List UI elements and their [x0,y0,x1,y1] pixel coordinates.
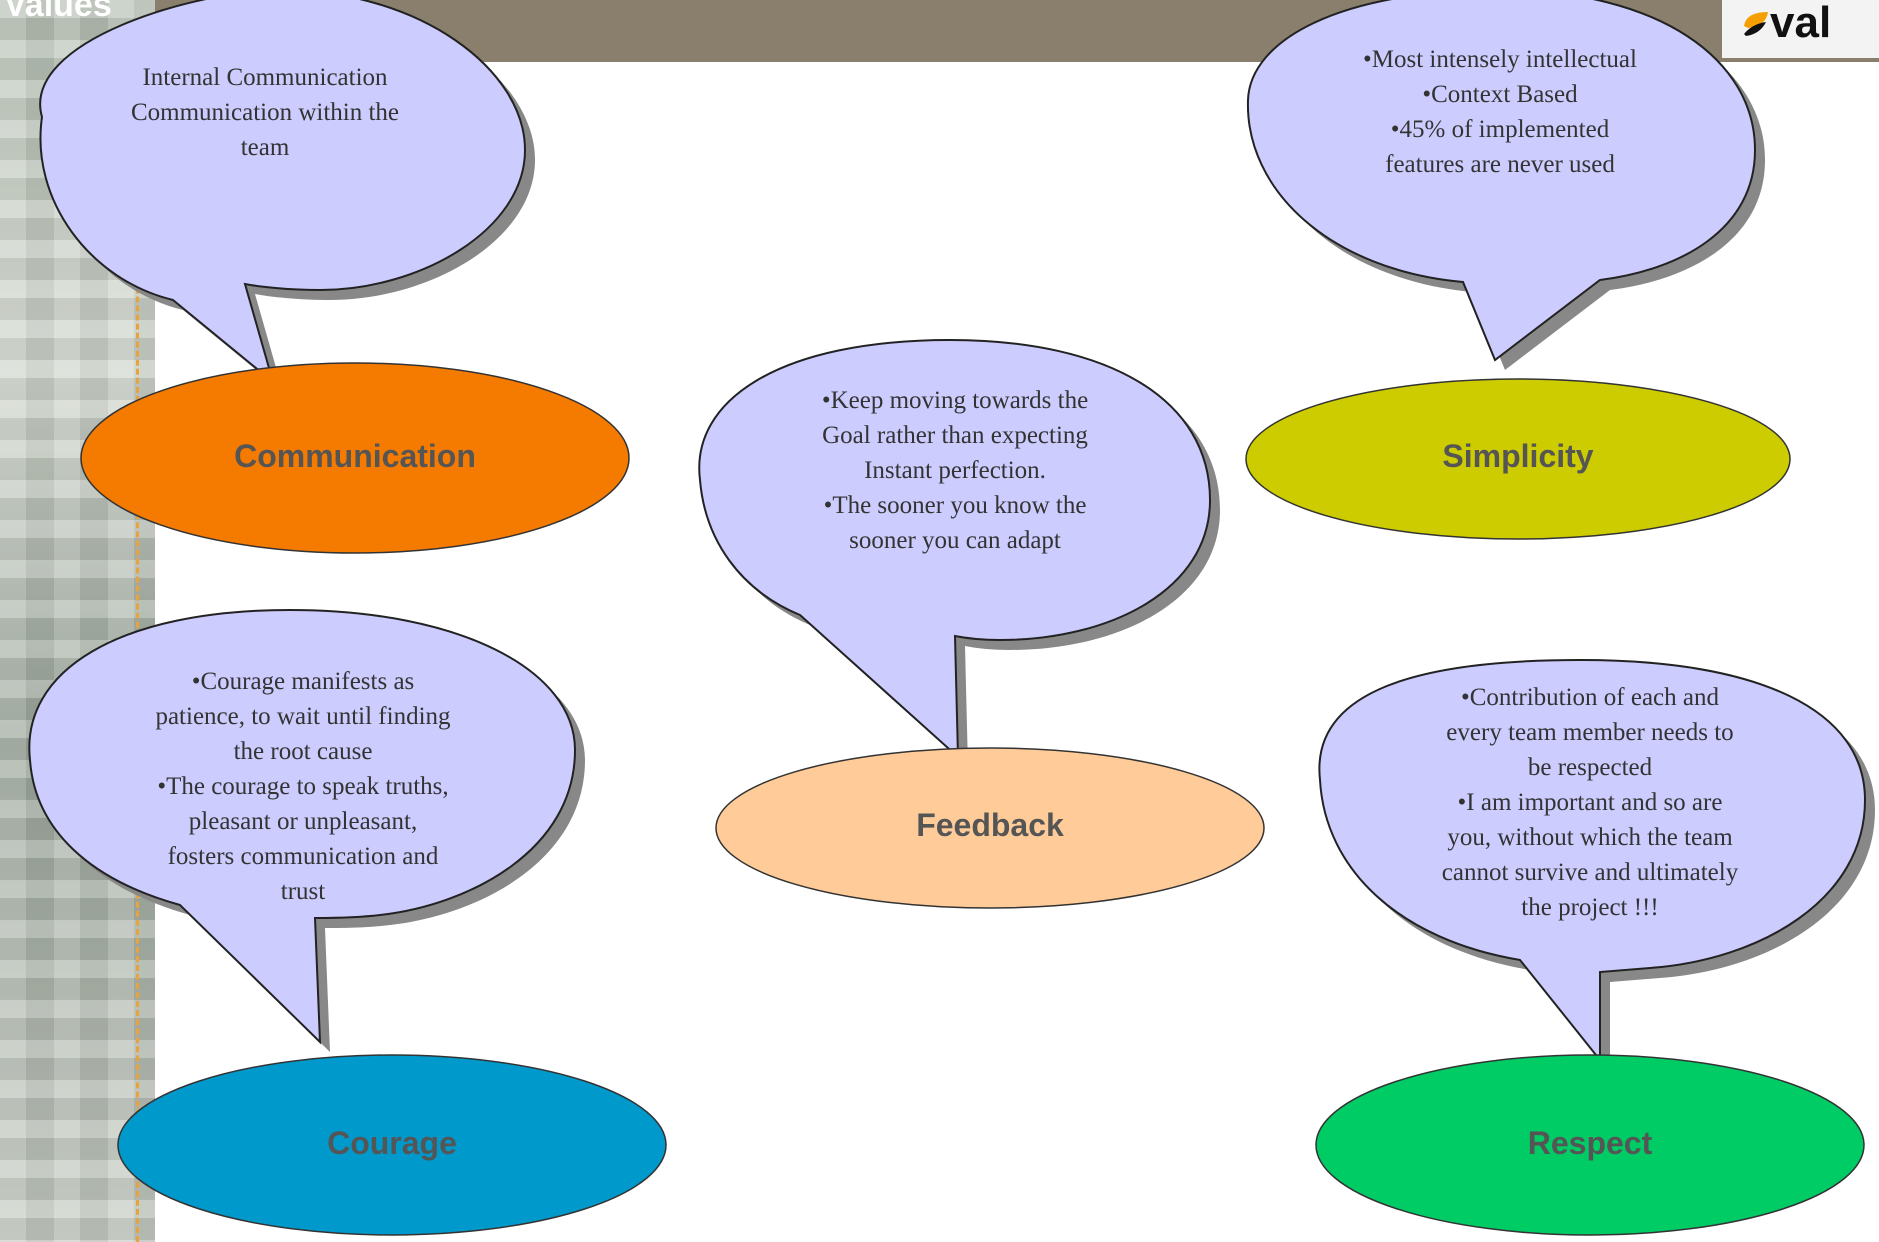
feedback-value-ellipse [715,747,1265,909]
bubble-line: •Context Based [1422,81,1578,108]
feedback-bubble-text: •Keep moving towards the Goal rather tha… [755,383,1155,558]
respect-speech-bubble [1318,658,1875,1070]
feedback-speech-bubble [698,338,1220,767]
communication-value-ellipse [80,362,630,554]
respect-value-ellipse [1315,1054,1865,1236]
bubble-line: Internal Communication [142,64,388,91]
bubble-line: •Keep moving towards the [821,387,1089,414]
logo-leaf-icon [1744,12,1768,36]
bubble-line: patience, to wait until finding [155,703,451,730]
bubble-line: trust [280,878,326,905]
bubble-line: Instant perfection. [864,457,1046,484]
bubble-line: Communication within the [130,99,400,126]
feedback-label: Feedback [916,807,1064,843]
courage-bubble-text: •Courage manifests as patience, to wait … [108,664,498,909]
communication-bubble-text: Internal Communication Communication wit… [95,60,435,165]
bubble-line: pleasant or unpleasant, [188,808,418,835]
bubble-line: the root cause [233,738,373,765]
bubble-line: •I am important and so are [1457,789,1723,816]
company-logo [1722,0,1879,58]
bubble-line: be respected [1527,754,1653,781]
courage-value-ellipse [117,1054,667,1236]
bubble-line: •Courage manifests as [191,668,415,695]
bubble-line: •Contribution of each and [1461,684,1719,711]
respect-bubble-text: •Contribution of each and every team mem… [1395,680,1785,925]
simplicity-bubble-text: •Most intensely intellectual •Context Ba… [1300,42,1700,182]
bubble-line: •Most intensely intellectual [1363,46,1637,73]
bubble-line: Goal rather than expecting [822,422,1088,449]
bubble-line: every team member needs to [1446,719,1734,746]
slide-title: Values [4,0,112,24]
logo-text: val [1770,0,1832,47]
courage-label: Courage [327,1125,457,1161]
bubble-line: sooner you can adapt [849,527,1061,554]
bubble-line: fosters communication and [167,843,439,870]
simplicity-value-ellipse [1245,378,1791,540]
communication-label: Communication [234,438,476,474]
bubble-line: you, without which the team [1447,824,1733,851]
communication-speech-bubble [39,0,536,392]
bubble-line: •45% of implemented [1390,116,1610,143]
simplicity-speech-bubble [1246,0,1765,370]
bubble-line: team [240,134,290,161]
bubble-line: •The courage to speak truths, [157,773,449,800]
courage-speech-bubble [28,608,585,1052]
respect-label: Respect [1527,1125,1653,1161]
bubble-line: features are never used [1385,151,1615,178]
bubble-line: cannot survive and ultimately [1441,859,1739,886]
bubble-line: the project !!! [1521,894,1659,921]
bubble-line: •The sooner you know the [823,492,1087,519]
simplicity-label: Simplicity [1442,438,1594,474]
